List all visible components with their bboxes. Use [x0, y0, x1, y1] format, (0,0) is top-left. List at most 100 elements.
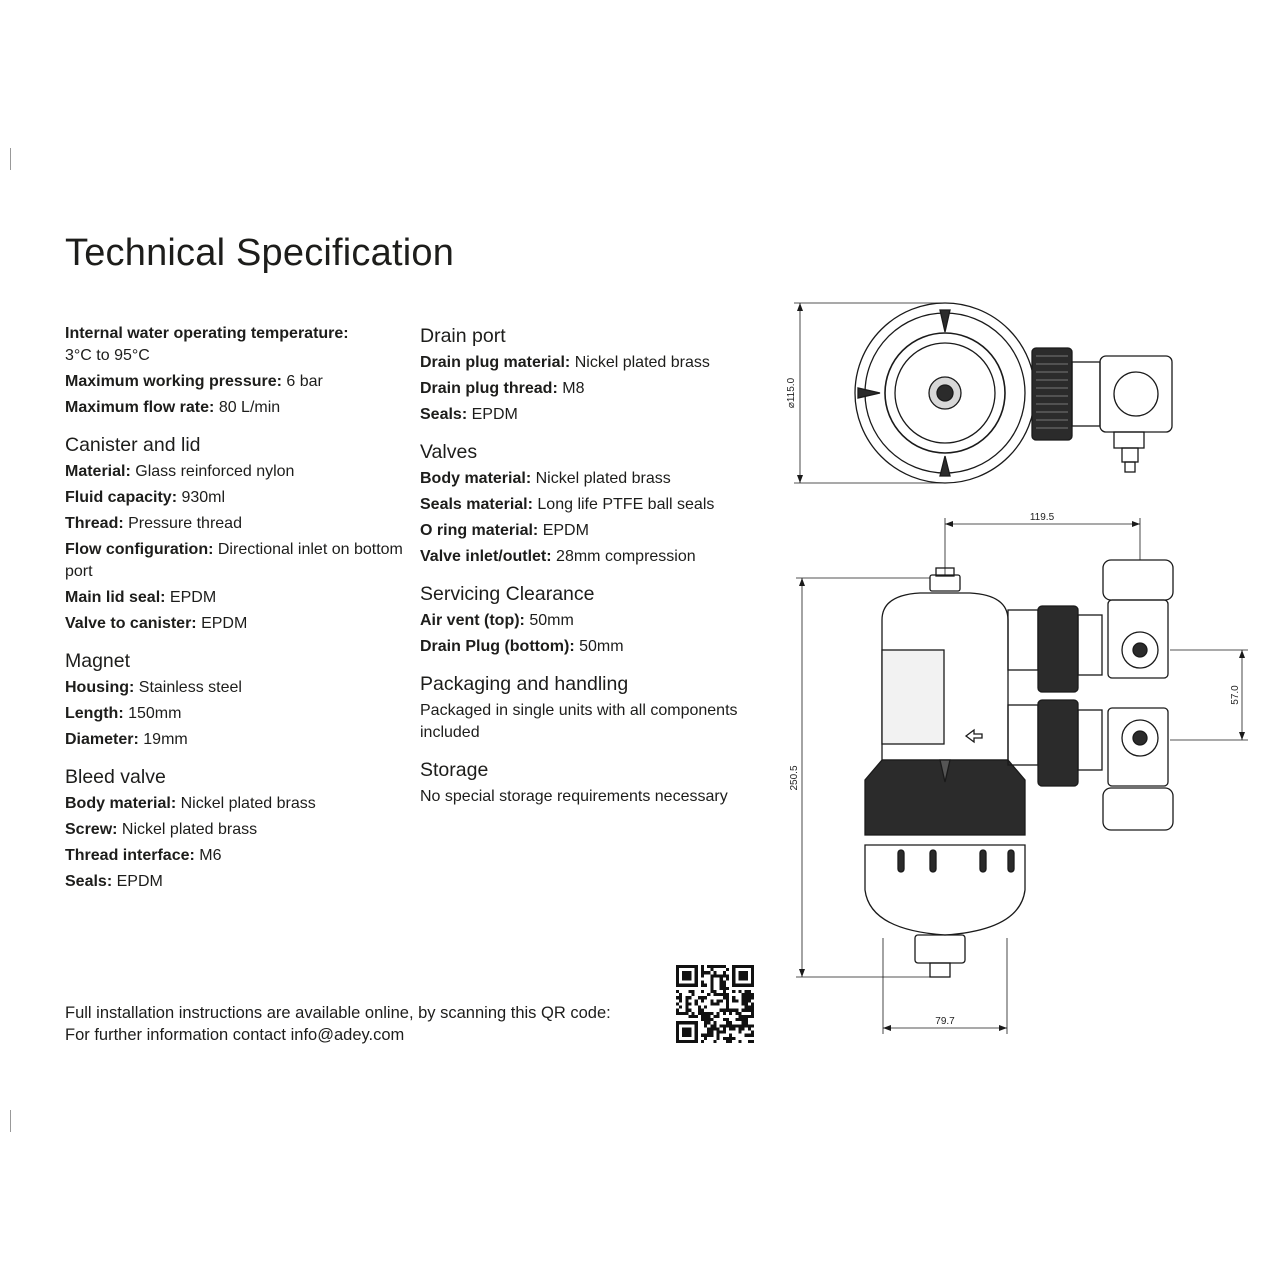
spec-value: 50mm [529, 612, 574, 629]
section-heading: Storage [420, 759, 489, 781]
section-heading: Canister and lid [65, 434, 201, 456]
spec-row: Thread interface: M6 [65, 845, 410, 867]
section-heading: Packaging and handling [420, 673, 629, 695]
dim-label-width: 119.5 [1030, 512, 1055, 523]
spec-value: EPDM [169, 589, 217, 606]
spec-value: EPDM [542, 522, 589, 539]
valves-section: Valves Body material: Nickel plated bras… [420, 439, 765, 568]
section-heading: Magnet [65, 650, 131, 672]
spec-row: Body material: Nickel plated brass [420, 468, 765, 490]
spec-label: Drain plug material: [420, 354, 571, 371]
spec-column-middle: Drain port Drain plug material: Nickel p… [420, 323, 765, 821]
spec-label: Seals material: [420, 496, 533, 513]
spec-value: 19mm [143, 731, 188, 748]
spec-value: Nickel plated brass [535, 470, 671, 487]
dim-label-valve-spacing: 57.0 [1230, 685, 1241, 705]
spec-label: Material: [65, 463, 131, 480]
spec-value: 6 bar [286, 373, 323, 390]
footer-qr-note: Full installation instructions are avail… [65, 1004, 611, 1022]
spec-row: Housing: Stainless steel [65, 677, 410, 699]
page-title: Technical Specification [65, 232, 455, 274]
spec-value: EPDM [471, 406, 518, 423]
spec-value: 80 L/min [218, 399, 281, 416]
spec-row: Length: 150mm [65, 703, 410, 725]
section-heading: Drain port [420, 325, 506, 347]
dim-label-diameter: ⌀115.0 [786, 377, 797, 408]
spec-label: Valve inlet/outlet: [420, 548, 552, 565]
dim-label-height: 250.5 [789, 765, 800, 790]
spec-value: Nickel plated brass [574, 354, 710, 371]
spec-label: Seals: [65, 873, 113, 890]
spec-column-left: Internal water operating temperature: 3°… [65, 323, 410, 906]
spec-row: Flow configuration: Directional inlet on… [65, 539, 410, 583]
spec-label: Flow configuration: [65, 541, 214, 558]
servicing-section: Servicing Clearance Air vent (top): 50mm… [420, 581, 765, 658]
spec-value: Pressure thread [128, 515, 242, 532]
spec-row: Material: Glass reinforced nylon [65, 461, 410, 483]
storage-section: Storage No special storage requirements … [420, 757, 765, 808]
spec-label: Main lid seal: [65, 589, 166, 606]
spec-label: Drain Plug (bottom): [420, 638, 575, 655]
spec-value: Nickel plated brass [121, 821, 258, 838]
crop-mark-bottom [10, 1110, 11, 1132]
spec-value: 930ml [181, 489, 226, 506]
contact-email-link[interactable]: info@adey.com [290, 1026, 405, 1044]
bleed-valve-section: Bleed valve Body material: Nickel plated… [65, 764, 410, 893]
section-heading: Servicing Clearance [420, 583, 595, 605]
spec-value: EPDM [201, 615, 248, 632]
spec-label: Body material: [65, 795, 177, 812]
spec-value: Nickel plated brass [180, 795, 316, 812]
spec-label: Seals: [420, 406, 468, 423]
spec-label: Valve to canister: [65, 615, 197, 632]
dim-label-base: 79.7 [935, 1016, 955, 1027]
spec-row: Air vent (top): 50mm [420, 610, 765, 632]
spec-row: Seals material: Long life PTFE ball seal… [420, 494, 765, 516]
spec-row: O ring material: EPDM [420, 520, 765, 542]
footer-contact-line: For further information contact info@ade… [65, 1024, 611, 1046]
spec-label: Drain plug thread: [420, 380, 558, 397]
spec-label: Air vent (top): [420, 612, 525, 629]
front-view-drawing [864, 559, 1174, 978]
spec-label: Length: [65, 705, 124, 722]
spec-label: Screw: [65, 821, 118, 838]
spec-row: Seals: EPDM [65, 871, 410, 893]
spec-row: Valve inlet/outlet: 28mm compression [420, 546, 765, 568]
section-text: Packaged in single units with all compon… [420, 702, 738, 741]
spec-value: Long life PTFE ball seals [537, 496, 715, 513]
drain-port-section: Drain port Drain plug material: Nickel p… [420, 323, 765, 426]
spec-value: 28mm compression [556, 548, 696, 565]
spec-value: M8 [562, 380, 585, 397]
spec-row: Drain Plug (bottom): 50mm [420, 636, 765, 658]
top-view-drawing [854, 302, 1173, 484]
intro-specs: Internal water operating temperature: 3°… [65, 323, 410, 419]
spec-row: Maximum flow rate: 80 L/min [65, 397, 410, 419]
spec-value: M6 [199, 847, 222, 864]
spec-row: Maximum working pressure: 6 bar [65, 371, 410, 393]
canister-section: Canister and lid Material: Glass reinfor… [65, 432, 410, 635]
spec-label: Fluid capacity: [65, 489, 178, 506]
spec-label: Maximum flow rate: [65, 399, 215, 416]
spec-value: 3°C to 95°C [65, 347, 150, 364]
spec-row: Main lid seal: EPDM [65, 587, 410, 609]
packaging-section: Packaging and handling Packaged in singl… [420, 671, 765, 744]
spec-value: 150mm [128, 705, 182, 722]
spec-label: Thread interface: [65, 847, 195, 864]
spec-value: EPDM [116, 873, 163, 890]
spec-row: Fluid capacity: 930ml [65, 487, 410, 509]
magnet-section: Magnet Housing: Stainless steel Length: … [65, 648, 410, 751]
section-heading: Valves [420, 441, 478, 463]
section-text: No special storage requirements necessar… [420, 788, 728, 805]
spec-row: Screw: Nickel plated brass [65, 819, 410, 841]
qr-code-icon[interactable] [676, 965, 754, 1043]
crop-mark-top [10, 148, 11, 170]
spec-label: Thread: [65, 515, 124, 532]
spec-value: Stainless steel [138, 679, 242, 696]
spec-row: Seals: EPDM [420, 404, 765, 426]
spec-value: Directional inlet on bottom port [65, 541, 403, 580]
footer-contact-prefix: For further information contact [65, 1026, 291, 1044]
spec-label: O ring material: [420, 522, 539, 539]
spec-row: Internal water operating temperature: 3°… [65, 323, 410, 367]
spec-row: Thread: Pressure thread [65, 513, 410, 535]
footer-contact: Full installation instructions are avail… [65, 1002, 611, 1046]
spec-label: Maximum working pressure: [65, 373, 282, 390]
